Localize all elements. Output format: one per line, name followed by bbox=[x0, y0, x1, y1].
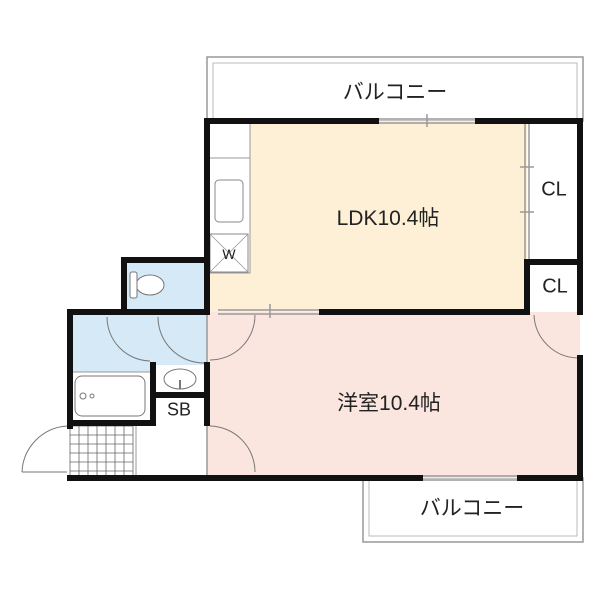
washer-label: W bbox=[222, 246, 236, 262]
toilet-icon bbox=[135, 274, 165, 296]
western-room bbox=[207, 312, 580, 478]
entrance-tiles bbox=[69, 425, 134, 479]
ldk-label: LDK10.4帖 bbox=[336, 207, 440, 230]
balcony-top bbox=[206, 56, 584, 122]
walls bbox=[67, 118, 583, 481]
western-room-label: 洋室10.4帖 bbox=[337, 392, 441, 415]
balcony-top-label: バルコニー bbox=[342, 81, 448, 104]
door-swings bbox=[21, 314, 579, 473]
kitchen-sink-icon bbox=[214, 179, 244, 223]
closet-lower-label: CL bbox=[542, 275, 568, 298]
ldk-room bbox=[207, 121, 527, 312]
balcony-bottom bbox=[362, 477, 584, 543]
balcony-bottom-label: バルコニー bbox=[419, 497, 525, 520]
shoe-box-label: SB bbox=[166, 399, 192, 420]
closet-upper-label: CL bbox=[541, 178, 567, 201]
bathtub-icon bbox=[74, 375, 146, 417]
washroom bbox=[70, 315, 153, 372]
